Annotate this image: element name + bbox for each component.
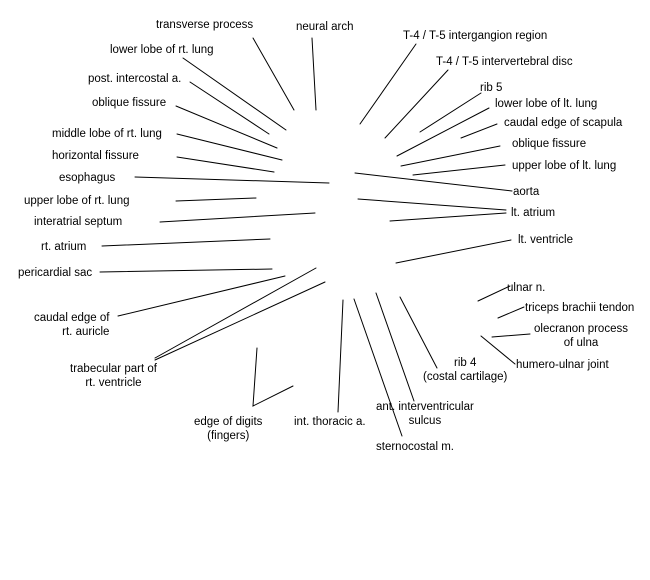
leader-post-intercostal xyxy=(189,81,270,135)
label-lower-lobe-lt-lung: lower lobe of lt. lung xyxy=(495,98,598,110)
leader-trabecular-a xyxy=(154,267,317,359)
label-lt-atrium: lt. atrium xyxy=(511,207,556,219)
label-middle-lobe-rt-lung: middle lobe of rt. lung xyxy=(52,128,162,140)
label-rib5: rib 5 xyxy=(480,82,503,94)
label-neural-arch: neural arch xyxy=(296,21,354,33)
label-upper-lobe-rt-lung: upper lobe of rt. lung xyxy=(24,195,130,207)
label-oblique-fissure-lt: oblique fissure xyxy=(512,138,587,150)
label-olecranon: olecranon process of ulna xyxy=(534,323,628,349)
label-humero-ulnar-joint: humero-ulnar joint xyxy=(516,359,609,371)
leader-oblique-fissure-lt xyxy=(400,145,501,167)
leader-lt-atrium-a xyxy=(357,198,507,211)
leader-interatrial-septum xyxy=(159,212,316,223)
label-transverse-process: transverse process xyxy=(156,19,254,31)
leader-sternocostal xyxy=(353,298,403,437)
leader-trabecular-b xyxy=(154,281,326,361)
leader-ulnar-n xyxy=(477,285,511,302)
leader-ant-interventricular xyxy=(375,292,415,402)
leader-oblique-fissure-rt xyxy=(175,105,278,149)
label-caudal-edge-scapula: caudal edge of scapula xyxy=(504,117,623,129)
label-interganglion-region: T-4 / T-5 intergangion region xyxy=(403,30,548,42)
label-aorta: aorta xyxy=(513,186,540,198)
leader-esophagus xyxy=(134,176,330,184)
label-oblique-fissure-rt: oblique fissure xyxy=(92,97,167,109)
label-horizontal-fissure: horizontal fissure xyxy=(52,150,139,162)
label-post-intercostal: post. intercostal a. xyxy=(88,73,182,85)
label-edge-of-digits: edge of digits (fingers) xyxy=(194,416,263,442)
label-pericardial-sac: pericardial sac xyxy=(18,267,93,279)
leader-edge-of-digits xyxy=(252,347,294,407)
leader-lower-lobe-rt-lung xyxy=(182,57,287,131)
leader-rib5 xyxy=(419,92,482,133)
leader-aorta xyxy=(354,172,513,192)
leader-olecranon xyxy=(491,333,531,338)
label-upper-lobe-lt-lung: upper lobe of lt. lung xyxy=(512,160,617,172)
label-sternocostal: sternocostal m. xyxy=(376,441,454,453)
label-triceps-tendon: triceps brachii tendon xyxy=(525,302,635,314)
leader-caudal-edge-rt-auricle xyxy=(117,275,286,317)
label-caudal-edge-rt-auricle: caudal edge of rt. auricle xyxy=(34,312,110,338)
leader-lt-atrium-b xyxy=(389,212,507,222)
leader-interganglion xyxy=(359,43,417,125)
label-ant-interventricular: ant. interventricular sulcus xyxy=(376,401,474,427)
label-interatrial-septum: interatrial septum xyxy=(34,216,123,228)
leader-upper-lobe-rt-lung xyxy=(175,197,257,202)
leader-upper-lobe-lt-lung xyxy=(412,164,506,176)
leader-humero-ulnar xyxy=(480,335,516,365)
leader-lt-ventricle xyxy=(395,239,512,264)
leader-int-thoracic xyxy=(337,299,344,413)
leader-intervertebral-disc xyxy=(384,69,449,139)
leader-caudal-edge-scapula xyxy=(460,123,498,139)
label-lower-lobe-rt-lung: lower lobe of rt. lung xyxy=(110,44,214,56)
label-trabecular-rt-ventricle: trabecular part of rt. ventricle xyxy=(70,363,157,389)
leader-triceps-tendon xyxy=(497,306,525,319)
label-esophagus: esophagus xyxy=(59,172,116,184)
label-rib4: rib 4 (costal cartilage) xyxy=(423,357,508,383)
leader-middle-lobe-rt-lung xyxy=(176,133,283,161)
leader-horizontal-fissure xyxy=(176,156,275,173)
leader-pericardial-sac xyxy=(99,268,273,273)
label-lt-ventricle: lt. ventricle xyxy=(518,234,573,246)
label-int-thoracic: int. thoracic a. xyxy=(294,416,366,428)
leader-transverse-process xyxy=(252,37,295,111)
label-rt-atrium: rt. atrium xyxy=(41,241,87,253)
label-intervertebral-disc: T-4 / T-5 intervertebral disc xyxy=(436,56,573,68)
leader-lower-lobe-lt-lung xyxy=(396,107,490,157)
leader-rib4 xyxy=(399,296,438,369)
leader-neural-arch xyxy=(311,37,317,111)
leader-rt-atrium xyxy=(101,238,271,247)
label-ulnar-n: ulnar n. xyxy=(507,282,546,294)
